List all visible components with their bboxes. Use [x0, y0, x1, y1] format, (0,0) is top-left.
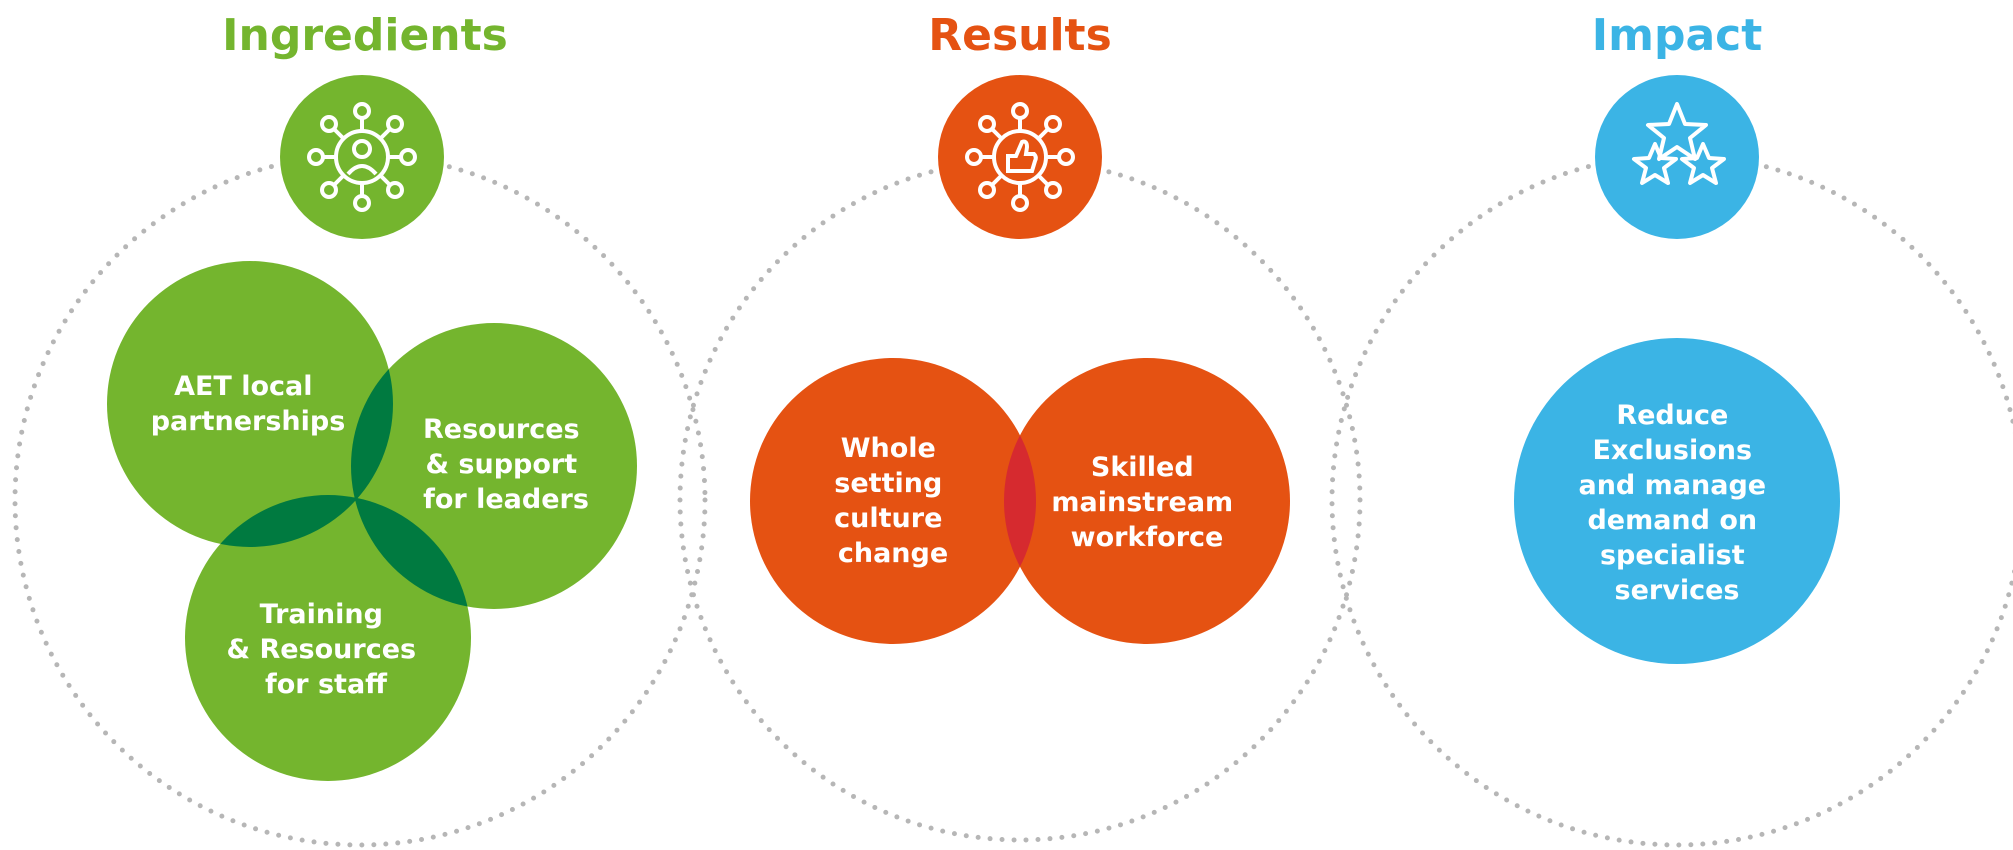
- label-impact: Reduce Exclusions and manage demand on s…: [1578, 400, 1775, 606]
- ingredients-ring: [12, 152, 708, 848]
- section-rings: [12, 152, 2013, 848]
- three-stars-icon: [1595, 75, 1759, 239]
- label-partnerships: AET local partnerships: [151, 371, 346, 437]
- label-staff: Training & Resources for staff: [227, 599, 426, 700]
- impact-section: Impact Reduce Exclusions and manage dema…: [1514, 10, 1840, 664]
- label-leaders: Resources & support for leaders: [423, 414, 589, 515]
- ingredients-section: Ingredients: [107, 10, 637, 781]
- label-culture: Whole setting culture change: [834, 433, 952, 569]
- results-title: Results: [928, 10, 1112, 61]
- network-person-icon: [280, 75, 444, 239]
- impact-title: Impact: [1592, 10, 1763, 61]
- ingredients-title: Ingredients: [222, 10, 508, 61]
- impact-ring: [1329, 152, 2013, 848]
- results-ring: [677, 157, 1363, 843]
- venn-circle-workforce: [1004, 358, 1290, 644]
- network-thumbs-up-icon: [938, 75, 1102, 239]
- results-section: Results Whole setting culture ch: [750, 10, 1290, 644]
- impact-circle: [1514, 338, 1840, 664]
- venn-overlaps: [185, 323, 471, 609]
- venn-circle-partnerships: [107, 261, 393, 547]
- label-workforce: Skilled mainstream workforce: [1051, 452, 1242, 553]
- venn-circle-culture: [750, 358, 1036, 644]
